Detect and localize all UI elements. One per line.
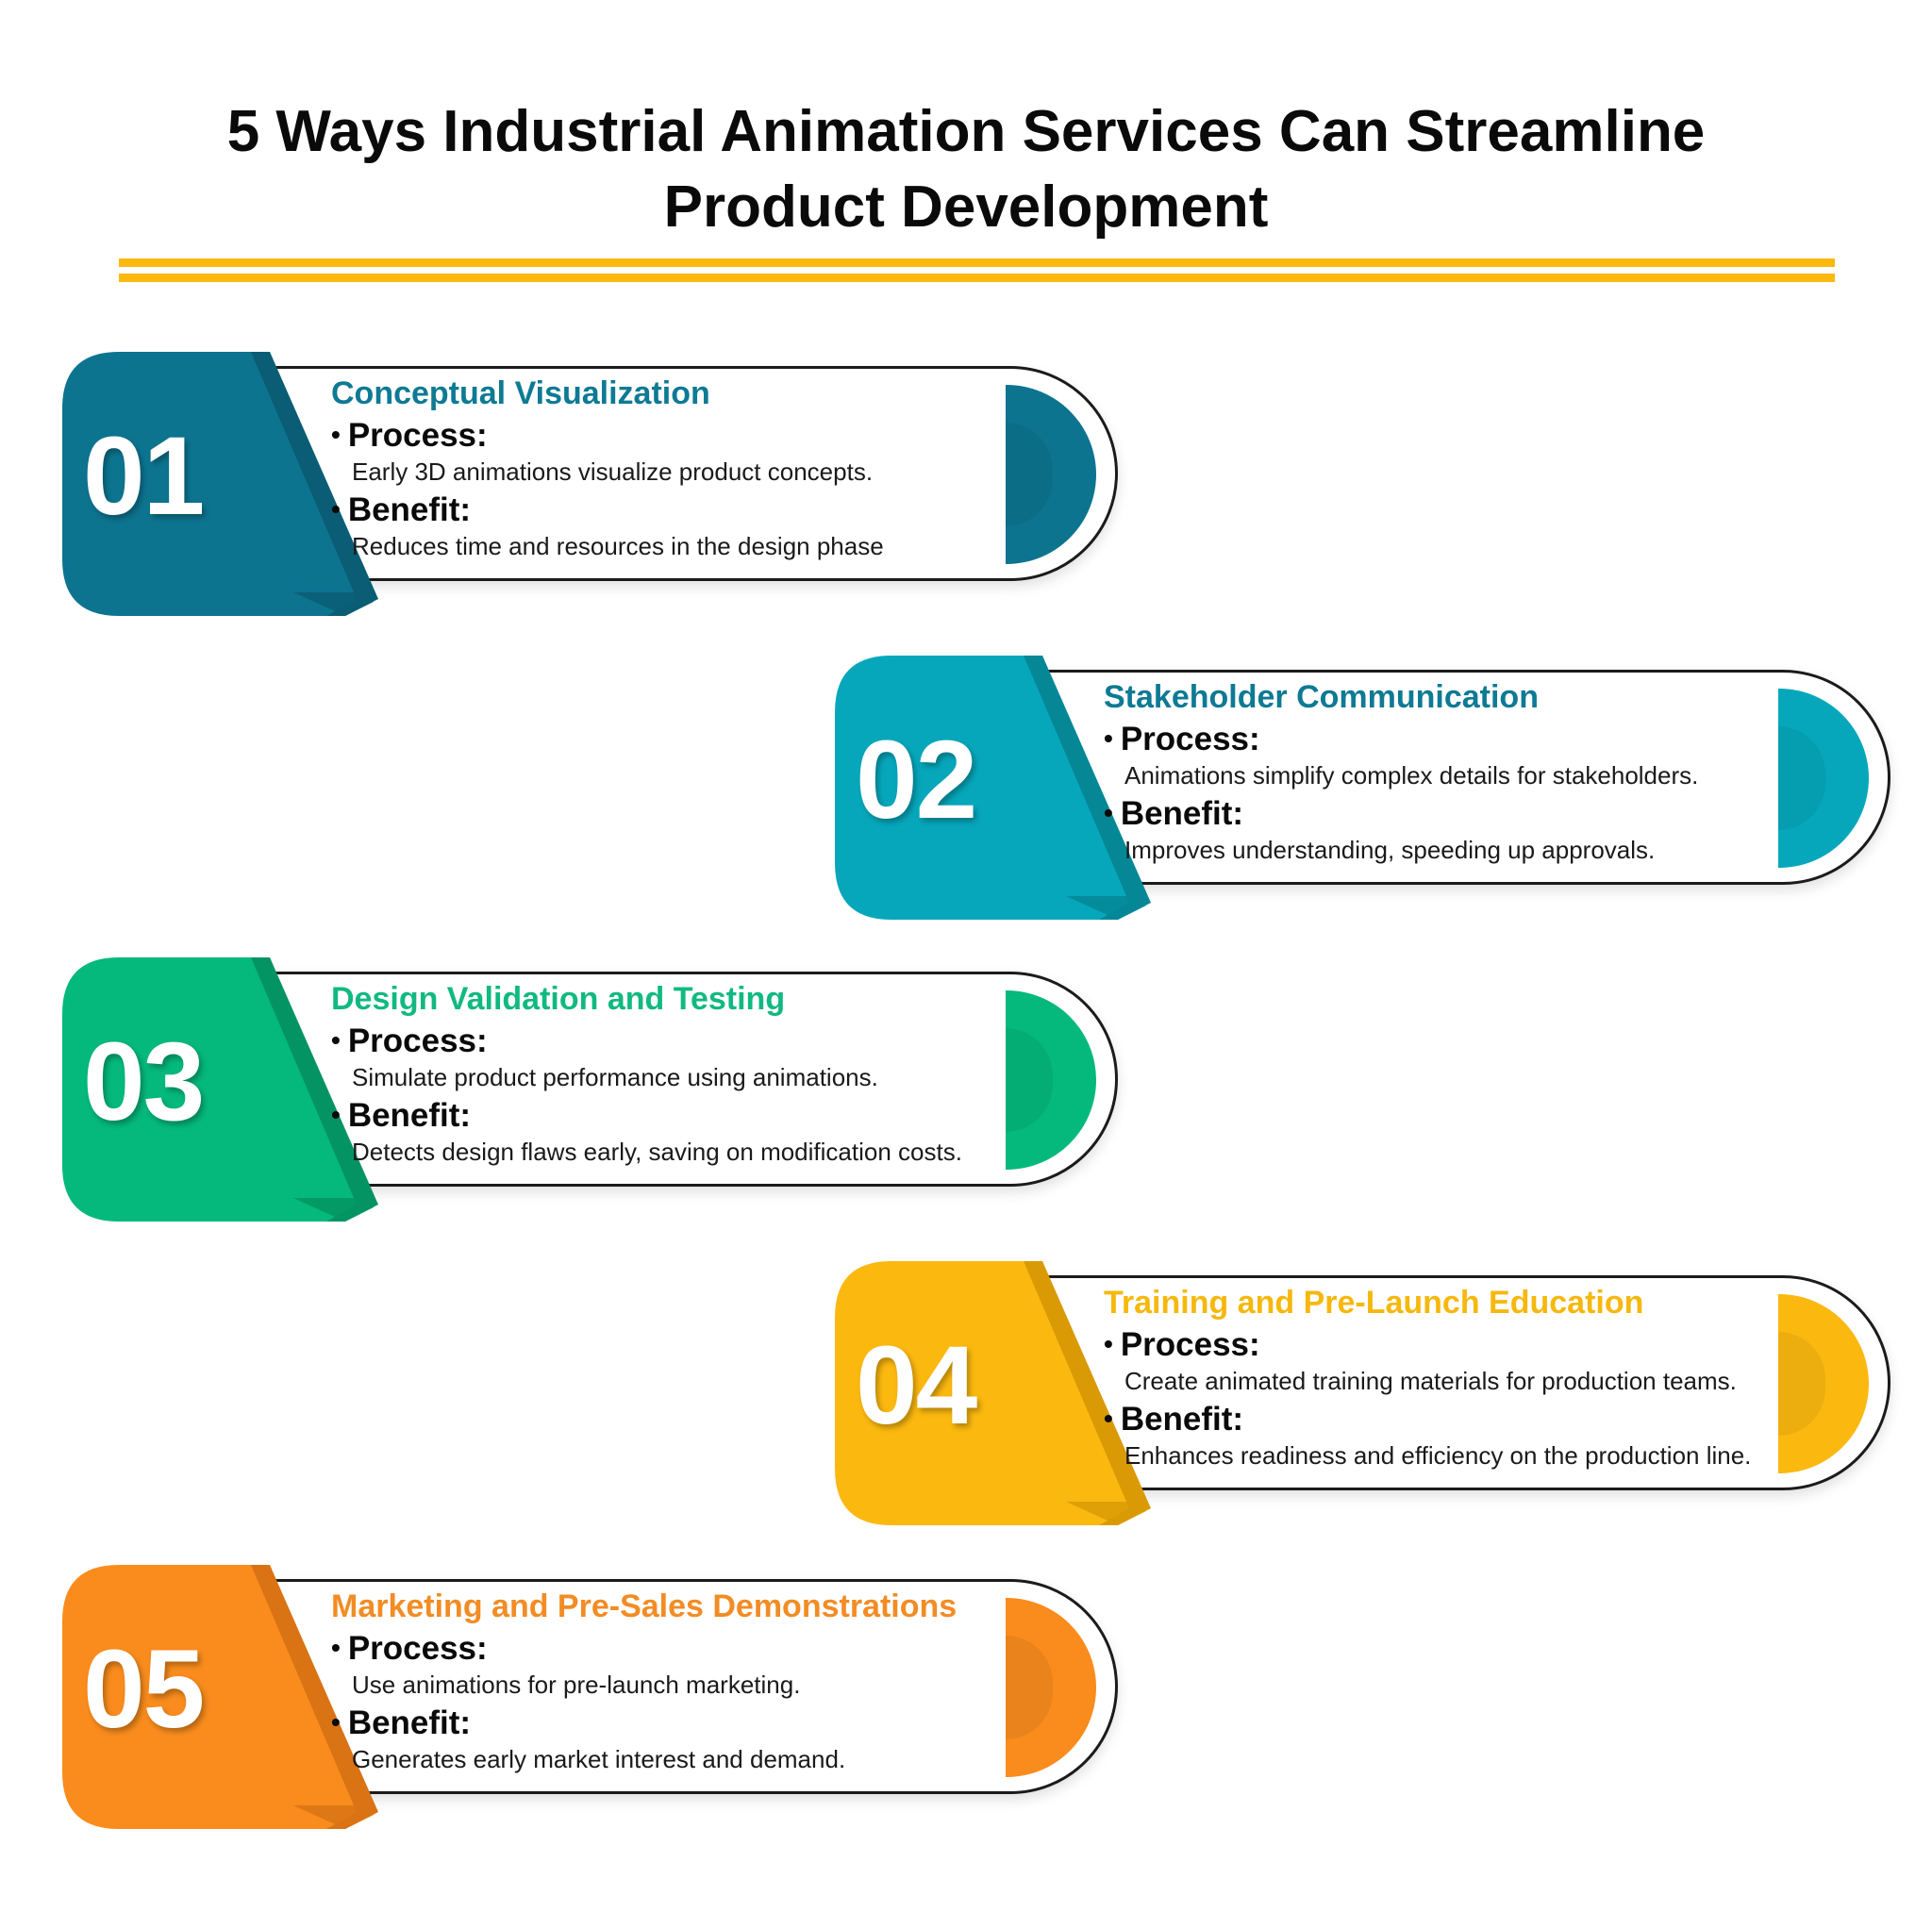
process-label: •Process: xyxy=(1104,721,1260,757)
step-card-pill xyxy=(245,366,1118,581)
bullet-icon: • xyxy=(1104,723,1113,753)
benefit-text: Reduces time and resources in the design… xyxy=(352,532,884,560)
process-label: •Process: xyxy=(1104,1326,1260,1363)
process-text: Animations simplify complex details for … xyxy=(1124,761,1699,790)
step-card-pill xyxy=(1018,1275,1890,1490)
page-title-line-2: Product Development xyxy=(663,175,1269,240)
benefit-text: Improves understanding, speeding up appr… xyxy=(1124,836,1656,864)
bullet-icon: • xyxy=(331,1633,341,1662)
step-number: 03 xyxy=(83,1020,205,1144)
number-badge-shape xyxy=(835,1261,1151,1525)
step-number: 02 xyxy=(856,718,977,842)
step-card-1: 01 Conceptual Visualization •Process: Ea… xyxy=(62,352,1119,618)
process-label: •Process: xyxy=(331,417,488,454)
process-text: Early 3D animations visualize product co… xyxy=(352,457,874,486)
step-card-3: 03 Design Validation and Testing •Proces… xyxy=(62,957,1119,1223)
process-label: •Process: xyxy=(331,1023,488,1059)
step-number: 04 xyxy=(856,1323,977,1448)
step-heading: Design Validation and Testing xyxy=(331,981,786,1017)
step-card-pill xyxy=(1018,670,1890,885)
title-divider-bottom xyxy=(119,274,1835,282)
bullet-icon: • xyxy=(331,420,341,449)
benefit-label: •Benefit: xyxy=(1104,795,1244,832)
bullet-icon: • xyxy=(1104,1404,1113,1433)
benefit-label: •Benefit: xyxy=(1104,1401,1244,1438)
benefit-label: •Benefit: xyxy=(331,1097,472,1134)
title-divider-top xyxy=(119,258,1835,267)
bullet-icon: • xyxy=(331,1025,341,1055)
step-card-4: 04 Training and Pre-Launch Education •Pr… xyxy=(835,1261,1891,1527)
number-badge-shape xyxy=(62,352,378,616)
benefit-text: Detects design flaws early, saving on mo… xyxy=(352,1138,962,1166)
step-heading: Marketing and Pre-Sales Demonstrations xyxy=(331,1588,958,1624)
step-heading: Stakeholder Communication xyxy=(1104,679,1539,715)
number-badge-shape xyxy=(835,656,1151,920)
step-heading: Training and Pre-Launch Education xyxy=(1104,1285,1644,1321)
process-text: Use animations for pre-launch marketing. xyxy=(352,1671,801,1699)
step-content: Training and Pre-Launch Education •Proce… xyxy=(1104,1282,1858,1474)
step-number: 01 xyxy=(83,414,205,539)
bullet-icon: • xyxy=(1104,1329,1113,1358)
step-content: Conceptual Visualization •Process: Early… xyxy=(331,373,1086,565)
benefit-text: Enhances readiness and efficiency on the… xyxy=(1124,1441,1752,1470)
bullet-icon: • xyxy=(331,1707,341,1737)
step-number: 05 xyxy=(83,1627,205,1752)
step-card-pill xyxy=(245,972,1118,1187)
step-card-5: 05 Marketing and Pre-Sales Demonstration… xyxy=(62,1565,1119,1831)
step-card-2: 02 Stakeholder Communication •Process: A… xyxy=(835,656,1891,922)
benefit-text: Generates early market interest and dema… xyxy=(352,1745,846,1773)
process-text: Simulate product performance using anima… xyxy=(352,1063,878,1091)
step-content: Design Validation and Testing •Process: … xyxy=(331,978,1086,1171)
bullet-icon: • xyxy=(1104,798,1113,827)
process-label: •Process: xyxy=(331,1630,488,1667)
page-title-line-1: 5 Ways Industrial Animation Services Can… xyxy=(226,99,1706,164)
number-badge-shape xyxy=(62,957,378,1222)
benefit-label: •Benefit: xyxy=(331,491,472,528)
number-badge-shape xyxy=(62,1565,378,1829)
step-content: Marketing and Pre-Sales Demonstrations •… xyxy=(331,1586,1086,1778)
bullet-icon: • xyxy=(331,494,341,524)
step-heading: Conceptual Visualization xyxy=(331,375,710,411)
step-content: Stakeholder Communication •Process: Anim… xyxy=(1104,676,1858,869)
benefit-label: •Benefit: xyxy=(331,1704,472,1741)
bullet-icon: • xyxy=(331,1100,341,1129)
process-text: Create animated training materials for p… xyxy=(1124,1367,1737,1395)
